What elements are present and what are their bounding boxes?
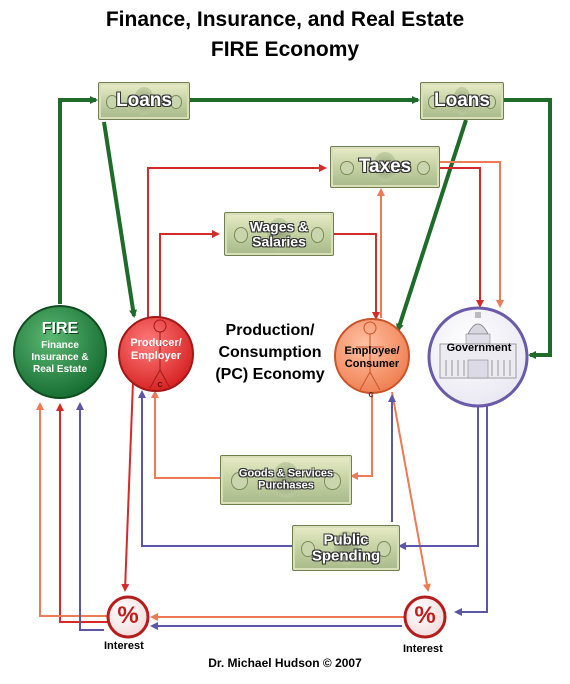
producer-node-circle <box>118 316 194 392</box>
bill-loans-left-label: Loans <box>116 90 172 112</box>
pc-economy-label: Production/ Consumption (PC) Economy <box>215 322 325 383</box>
title-line-2: FIRE Economy <box>210 38 360 61</box>
fire-node-circle <box>13 305 107 399</box>
bill-loans-right: Loans <box>420 82 504 120</box>
employee-node-circle <box>334 318 410 394</box>
employee-node-marker: C <box>368 392 374 399</box>
stick-figure-icon <box>146 319 174 389</box>
bill-goods-label: Goods & Services Purchases <box>238 467 334 491</box>
bill-taxes: Taxes <box>330 146 440 188</box>
fire-node-title: FIRE <box>41 320 79 337</box>
capitol-building-icon <box>439 312 517 379</box>
producer-node-label: Producer/ Employer <box>130 337 182 362</box>
percent-icon: % <box>117 602 139 629</box>
interest-label-right: Interest <box>403 643 443 655</box>
bill-wages: Wages & Salaries <box>224 212 334 256</box>
interest-label-left: Interest <box>104 640 144 652</box>
bill-taxes-label: Taxes <box>358 156 412 178</box>
producer-node-marker: C <box>157 382 163 389</box>
government-node-label: Government <box>446 342 512 354</box>
credit-line: Dr. Michael Hudson © 2007 <box>208 656 362 670</box>
title-line-1: Finance, Insurance, and Real Estate <box>105 8 465 31</box>
employee-node-label: Employee/ Consumer <box>344 345 400 370</box>
consumer-flows <box>36 161 504 621</box>
government-flows <box>76 390 488 631</box>
bill-goods: Goods & Services Purchases <box>220 455 352 505</box>
interest-node-left <box>106 595 150 639</box>
bill-public-spending: Public Spending <box>292 525 400 571</box>
stick-figure-icon <box>356 321 384 391</box>
bill-loans-left: Loans <box>98 82 190 120</box>
bill-wages-label: Wages & Salaries <box>249 218 309 249</box>
fire-node-subtitle: Finance Insurance & Real Estate <box>31 340 89 375</box>
producer-flows <box>56 164 484 623</box>
loan-flows <box>58 96 552 359</box>
interest-node-right <box>403 595 447 639</box>
percent-icon: % <box>414 602 436 629</box>
bill-public-label: Public Spending <box>311 531 381 564</box>
bill-loans-right-label: Loans <box>434 90 490 112</box>
